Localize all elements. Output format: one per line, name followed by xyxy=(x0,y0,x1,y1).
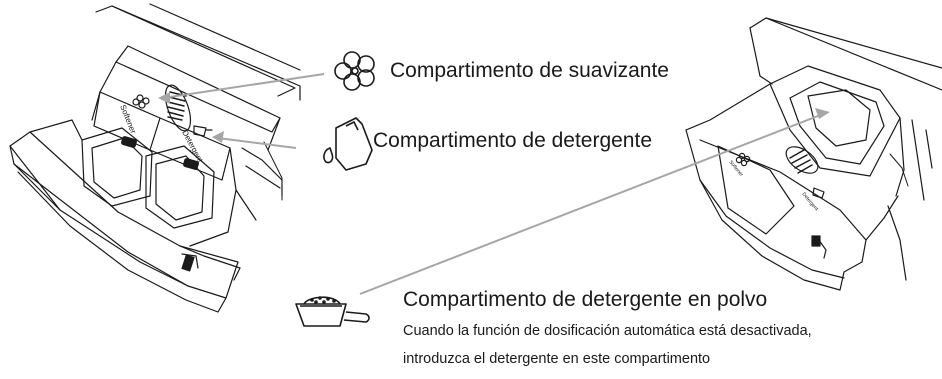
right-drawer-illustration xyxy=(685,17,942,291)
leader-line-softener xyxy=(158,73,325,104)
left-detergent-cartridge xyxy=(145,145,215,229)
left-detergent-pot-icon xyxy=(193,125,213,137)
leader-line-detergent xyxy=(212,131,297,149)
powder-note-line1: Cuando la función de dosificación automá… xyxy=(403,323,812,339)
right-softener-flower-icon xyxy=(735,152,751,167)
right-vent-grille xyxy=(785,146,819,174)
left-softener-flower-icon xyxy=(132,94,150,109)
powder-scoop-icon xyxy=(295,296,370,327)
left-softener-cartridge xyxy=(81,127,153,207)
detergent-compartment-label: Compartimento de detergente xyxy=(373,129,652,152)
right-detergent-pot-icon xyxy=(812,187,825,199)
flower-icon xyxy=(334,51,375,91)
powder-compartment-label: Compartimento de detergente en polvo xyxy=(403,288,768,311)
leader-line-powder xyxy=(359,108,830,295)
detergent-bottle-icon xyxy=(323,117,373,171)
left-drawer-illustration xyxy=(9,3,301,313)
softener-compartment-label: Compartimento de suavizante xyxy=(390,59,669,82)
left-hand-outline xyxy=(263,141,283,201)
left-vent-grille xyxy=(164,84,192,132)
left-softener-marking: Softener xyxy=(118,103,138,135)
powder-note-line2: introduzca el detergente en este compart… xyxy=(403,351,711,367)
right-hand-outline xyxy=(889,153,909,187)
